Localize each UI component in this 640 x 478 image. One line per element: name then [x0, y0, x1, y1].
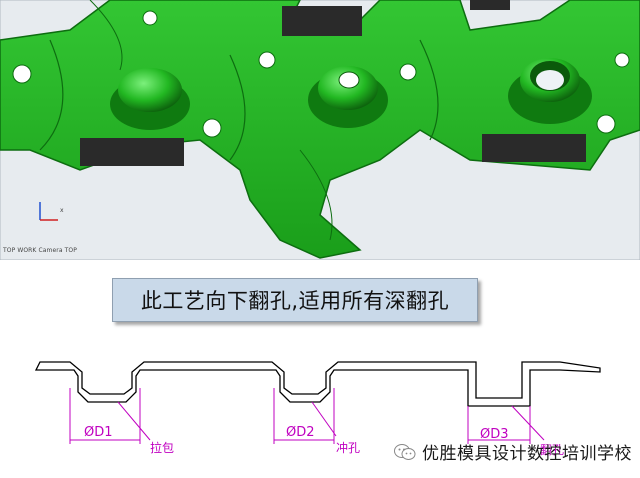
watermark-text: 优胜模具设计数控培训学校: [422, 444, 632, 464]
slot-cutout: [282, 6, 362, 36]
caption-box: 此工艺向下翻孔,适用所有深翻孔: [112, 278, 478, 322]
part-3d-render: x: [0, 0, 640, 260]
axis-triad-icon: x: [39, 202, 64, 221]
note-pierced-hole: 冲孔: [336, 440, 360, 455]
caption-text: 此工艺向下翻孔,适用所有深翻孔: [140, 289, 450, 313]
boss-pierced-hole: [308, 66, 388, 128]
dimension-label-d3: ØD3: [480, 427, 509, 442]
note-flanged-hole: 翻孔: [540, 443, 564, 457]
dimension-label-d1: ØD1: [84, 425, 113, 440]
slot-cutout: [80, 138, 184, 166]
svg-text:x: x: [60, 207, 64, 214]
note-drawn-bump: 拉包: [150, 440, 174, 455]
cross-section-drawing: ØD1 ØD2 ØD3 拉包 冲孔 翻孔: [34, 361, 601, 457]
boss-flanged-hole: [508, 58, 592, 124]
viewport-label: TOP WORK Camera TOP: [3, 247, 77, 254]
watermark: 优胜模具设计数控培训学校: [394, 439, 632, 464]
section-outline: [34, 361, 601, 407]
dimension-label-d2: ØD2: [286, 425, 315, 440]
boss-drawn-bump: [110, 68, 190, 130]
slot-cutout: [482, 134, 586, 162]
wechat-icon: [394, 443, 416, 460]
